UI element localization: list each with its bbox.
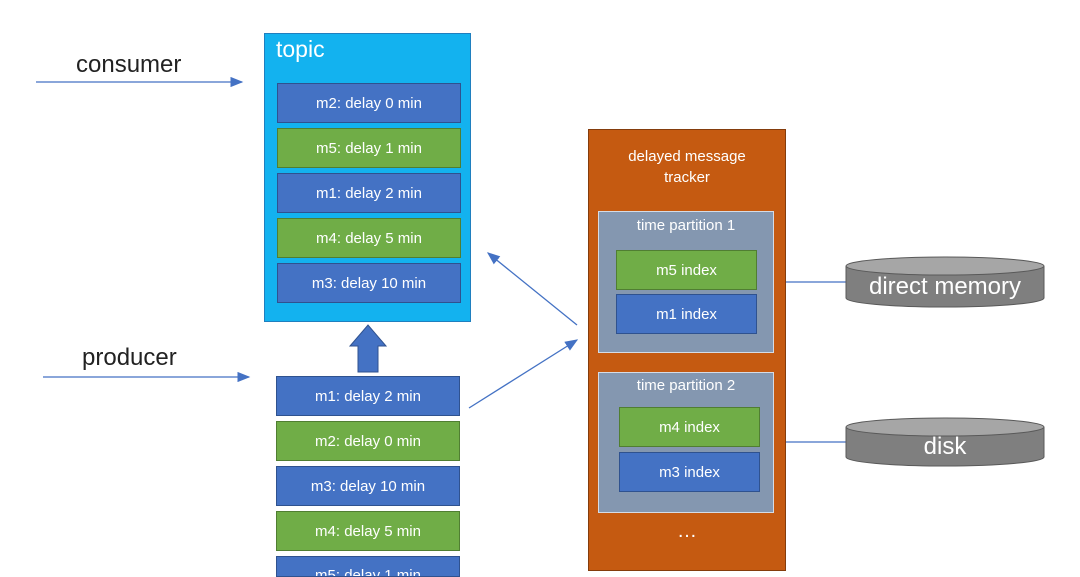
disk-label: disk <box>923 433 967 460</box>
topic-message: m3: delay 10 min <box>277 263 461 303</box>
partition-title: time partition 2 <box>636 377 736 394</box>
incoming-message: m5: delay 1 min <box>276 556 460 577</box>
tracker-title-line1: delayed message <box>628 148 746 165</box>
index-item: m3 index <box>619 452 760 492</box>
tracker-title: delayed message tracker <box>588 146 786 188</box>
incoming-message: m3: delay 10 min <box>276 466 460 506</box>
topic-message: m5: delay 1 min <box>277 128 461 168</box>
topic-title: topic <box>276 36 325 62</box>
incoming-to-tracker-arrow <box>468 339 579 409</box>
tracker-to-topic-arrow <box>486 252 578 326</box>
partition-title: time partition 1 <box>636 217 736 234</box>
incoming-message: m4: delay 5 min <box>276 511 460 551</box>
producer-label: producer <box>82 344 177 371</box>
index-item: m1 index <box>616 294 757 334</box>
incoming-message: m2: delay 0 min <box>276 421 460 461</box>
up-block-arrow <box>348 324 388 373</box>
topic-message: m4: delay 5 min <box>277 218 461 258</box>
direct-memory-cylinder <box>845 256 1045 308</box>
topic-message: m1: delay 2 min <box>277 173 461 213</box>
disk-cylinder <box>845 417 1045 467</box>
index-item: m4 index <box>619 407 760 447</box>
tracker-title-line2: tracker <box>664 169 710 186</box>
consumer-label: consumer <box>76 51 182 78</box>
more-partitions-ellipsis: … <box>677 520 697 542</box>
index-item: m5 index <box>616 250 757 290</box>
incoming-message: m1: delay 2 min <box>276 376 460 416</box>
direct-memory-label: direct memory <box>868 273 1022 300</box>
topic-message: m2: delay 0 min <box>277 83 461 123</box>
